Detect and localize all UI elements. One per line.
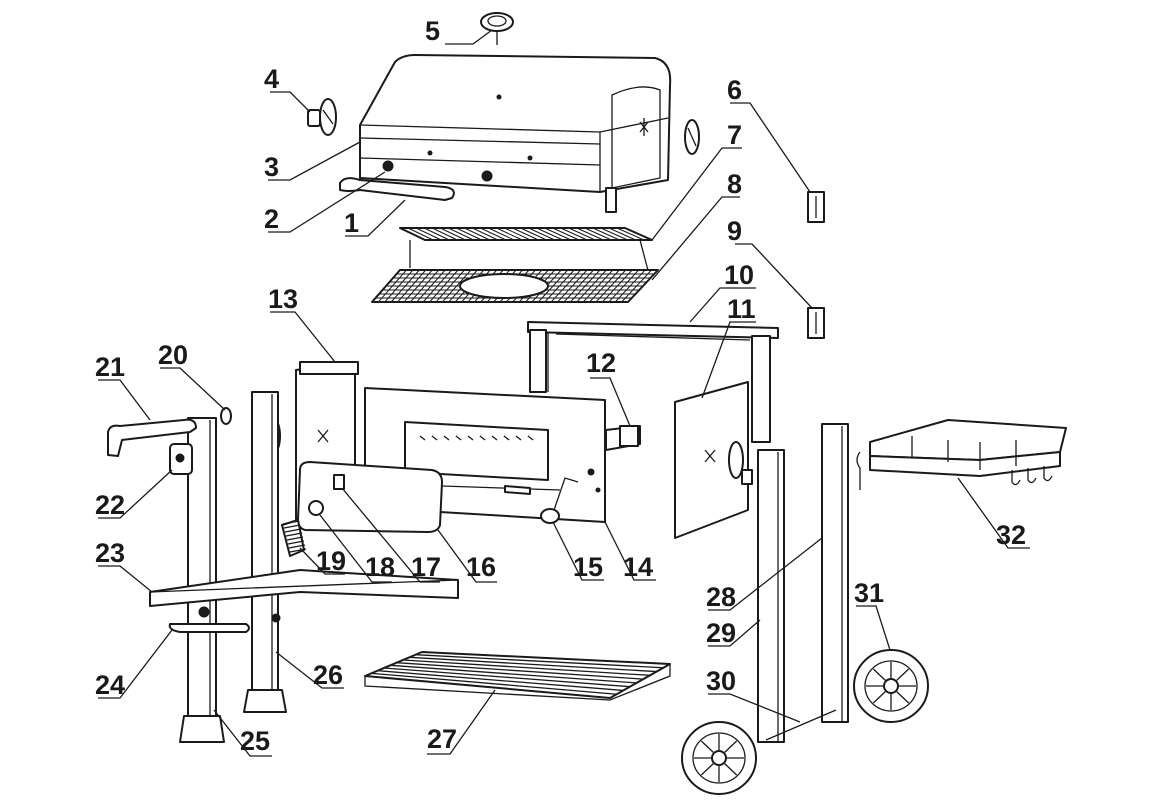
callout-21: 21 xyxy=(95,352,125,382)
back-frame-part xyxy=(527,321,779,443)
callout-5: 5 xyxy=(425,16,440,46)
cooking-grate-part xyxy=(371,269,659,303)
callout-12: 12 xyxy=(586,348,616,378)
callout-15: 15 xyxy=(573,552,603,582)
callout-11: 11 xyxy=(727,294,756,324)
callout-17: 17 xyxy=(411,552,441,582)
right-shelf-part xyxy=(856,419,1067,490)
callout-7: 7 xyxy=(727,120,742,150)
callout-10: 10 xyxy=(724,260,754,290)
spring-handle-part xyxy=(281,519,307,557)
left-front-leg-part xyxy=(179,417,225,743)
axle-part xyxy=(765,709,837,741)
callout-9: 9 xyxy=(727,216,742,246)
wheel-part-front xyxy=(681,721,757,795)
bracket-part xyxy=(605,425,641,451)
thermometer-part xyxy=(480,12,514,45)
tool-bar-part xyxy=(168,606,281,633)
callout-8: 8 xyxy=(727,169,742,199)
callout-2: 2 xyxy=(264,204,279,234)
callout-23: 23 xyxy=(95,538,125,568)
callout-29: 29 xyxy=(706,618,736,648)
callout-14: 14 xyxy=(623,552,653,582)
washer-part xyxy=(220,407,232,425)
callout-26: 26 xyxy=(313,660,343,690)
callout-18: 18 xyxy=(365,552,395,582)
wheel-part-rear xyxy=(853,649,929,723)
callout-1: 1 xyxy=(344,208,359,238)
callout-16: 16 xyxy=(466,552,496,582)
callout-19: 19 xyxy=(316,546,346,576)
bottle-opener-part xyxy=(169,443,193,475)
hinge-part-6 xyxy=(807,191,825,223)
leader-lines xyxy=(98,29,1030,757)
right-front-leg-part xyxy=(757,449,785,743)
callout-27: 27 xyxy=(427,724,457,754)
side-vent-part xyxy=(307,98,337,136)
callout-20: 20 xyxy=(158,340,188,370)
right-side-panel-part xyxy=(674,381,753,539)
callout-31: 31 xyxy=(854,578,884,608)
callout-3: 3 xyxy=(264,152,279,182)
side-handle-part xyxy=(107,418,197,457)
ash-tray-part xyxy=(297,461,561,533)
callout-22: 22 xyxy=(95,490,125,520)
crank-handle-part xyxy=(540,477,579,524)
side-shelf-part xyxy=(149,569,459,607)
lid-part xyxy=(359,54,672,213)
callout-25: 25 xyxy=(240,726,270,756)
callout-28: 28 xyxy=(706,582,736,612)
callout-32: 32 xyxy=(996,520,1026,550)
callout-6: 6 xyxy=(727,75,742,105)
lid-vent-icon xyxy=(639,118,649,136)
left-rear-leg-part xyxy=(243,391,287,713)
callout-labels: 5 4 3 2 1 6 7 8 9 10 11 12 13 14 15 16 1… xyxy=(95,16,1026,756)
callout-4: 4 xyxy=(264,64,279,94)
side-vent-right-part xyxy=(684,119,700,155)
callout-24: 24 xyxy=(95,670,125,700)
callout-13: 13 xyxy=(268,284,298,314)
lid-handle-part xyxy=(339,177,455,201)
side-vent-icon xyxy=(704,449,716,463)
right-rear-leg-part xyxy=(821,423,849,723)
bottom-shelf-part xyxy=(364,651,671,701)
callout-30: 30 xyxy=(706,666,736,696)
side-vent-icon xyxy=(317,429,329,443)
hinge-part-9 xyxy=(807,307,825,339)
